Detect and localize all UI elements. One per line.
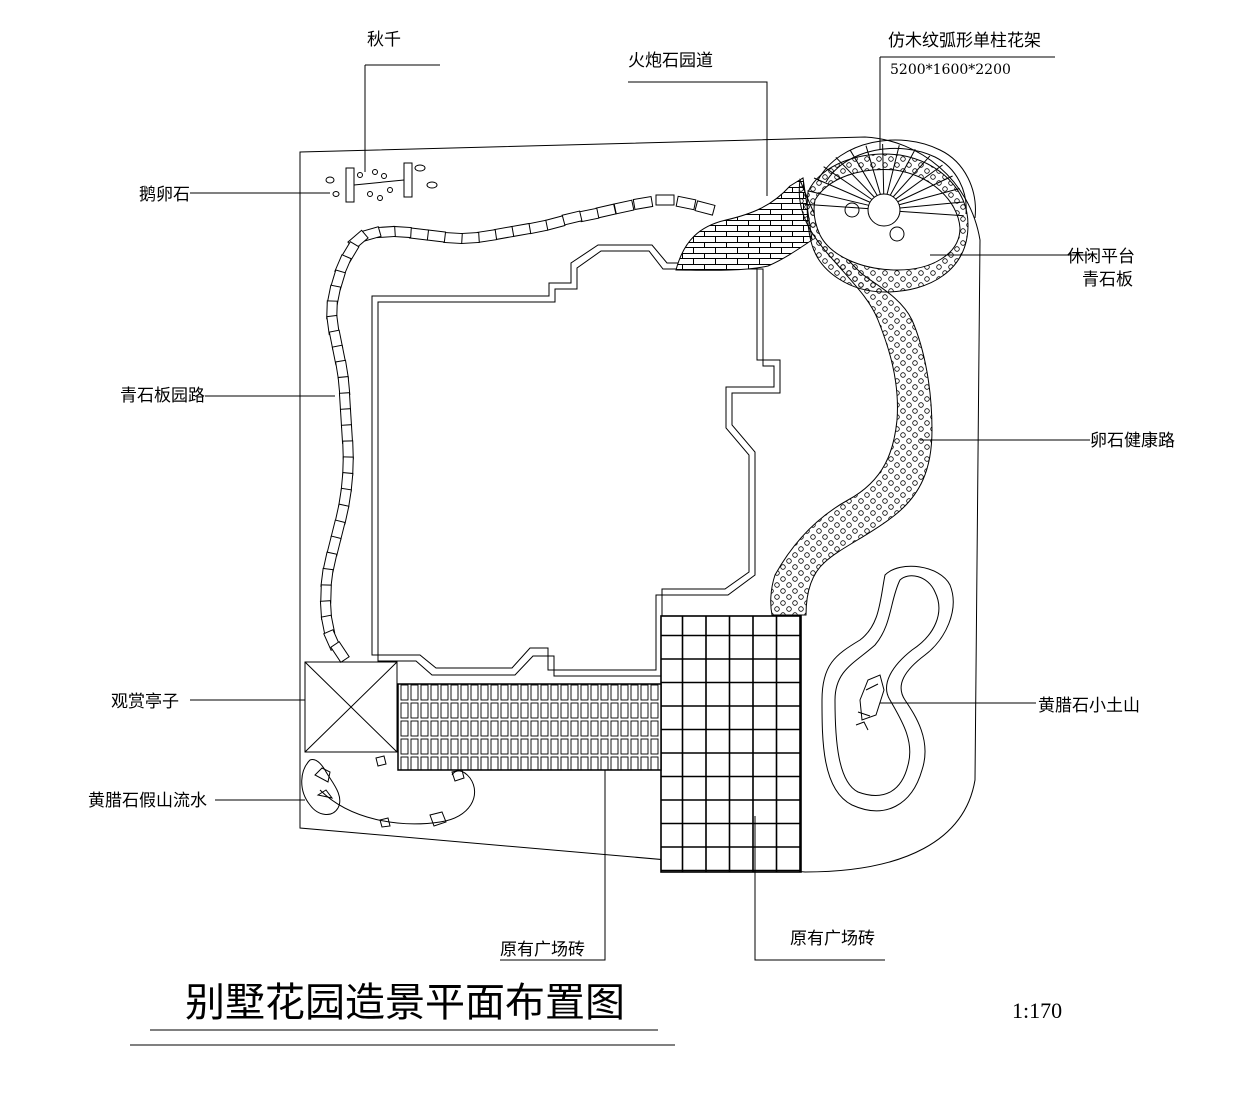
label-pavilion: 观赏亭子 [111, 692, 179, 712]
pergola-beam [807, 190, 869, 206]
label-rockery-stream: 黄腊石假山流水 [88, 791, 207, 811]
stepping-slab [675, 195, 697, 211]
arched-pergola [804, 139, 976, 227]
pergola-beam [813, 177, 871, 203]
cannon-stone-path [675, 177, 813, 271]
pergola-beam [849, 149, 878, 196]
label-rock-hill: 黄腊石小土山 [1038, 696, 1140, 716]
pergola-beam [889, 149, 916, 196]
stepping-slab [694, 200, 716, 216]
pergola-beam [897, 175, 953, 203]
stepping-slab [595, 203, 617, 219]
label-swing: 秋千 [367, 30, 401, 50]
stepping-slab [493, 225, 515, 241]
pergola-beam [886, 145, 900, 195]
stepping-slab [460, 231, 480, 245]
pergola-beam [882, 143, 885, 195]
house-footprint [371, 244, 781, 677]
pergola-beam [898, 188, 960, 206]
plaza-brick-weave [397, 683, 662, 771]
label-plaza-brick-right: 原有广场砖 [790, 929, 875, 949]
stepping-slab [613, 199, 635, 215]
label-pergola-size: 5200*1600*2200 [890, 62, 1011, 78]
stepping-slab [527, 219, 549, 235]
stepping-slab [425, 229, 447, 243]
drawing-title: 别墅花园造景平面布置图 [185, 980, 625, 1026]
pergola-beam [823, 166, 873, 200]
pergola-beam [899, 201, 964, 209]
swing [325, 162, 438, 203]
stepping-slab [632, 195, 654, 211]
label-leisure-platform: 休闲平台 [1067, 247, 1135, 267]
leader-lines [130, 56, 1090, 1046]
label-bluestone-path: 青石板园路 [120, 386, 205, 406]
stepping-slab [408, 227, 430, 241]
stepping-slab [510, 222, 532, 238]
label-pebble-stone: 鹅卵石 [139, 185, 190, 205]
pergola-beam [835, 156, 875, 198]
stepping-slab [476, 229, 498, 243]
rock-hill [821, 565, 954, 812]
stepping-slab [561, 210, 583, 226]
label-cannon-stone-path: 火炮石园道 [628, 51, 713, 71]
label-pergola: 仿木纹弧形单柱花架 [888, 31, 1041, 51]
drawing-scale: 1:170 [1012, 998, 1062, 1023]
pavilion [304, 661, 398, 753]
bluestone-stepping-path [319, 194, 716, 663]
stepping-slab [443, 231, 463, 245]
label-leisure-platform-material: 青石板 [1082, 270, 1133, 290]
stepping-slab [544, 215, 566, 231]
stepping-slab [330, 641, 350, 663]
label-plaza-brick-left: 原有广场砖 [500, 940, 585, 960]
pergola-beam [804, 203, 869, 210]
rockery-stream [301, 755, 476, 828]
pergola-beam [892, 155, 931, 198]
plaza-brick-grid [660, 615, 802, 873]
label-pebble-health-path: 卵石健康路 [1090, 431, 1175, 451]
pergola-beam [865, 145, 881, 195]
pergola-beam [895, 164, 943, 200]
rock-stone-icon [855, 674, 885, 731]
stepping-slab [655, 194, 675, 206]
pergola-beam [899, 210, 964, 217]
